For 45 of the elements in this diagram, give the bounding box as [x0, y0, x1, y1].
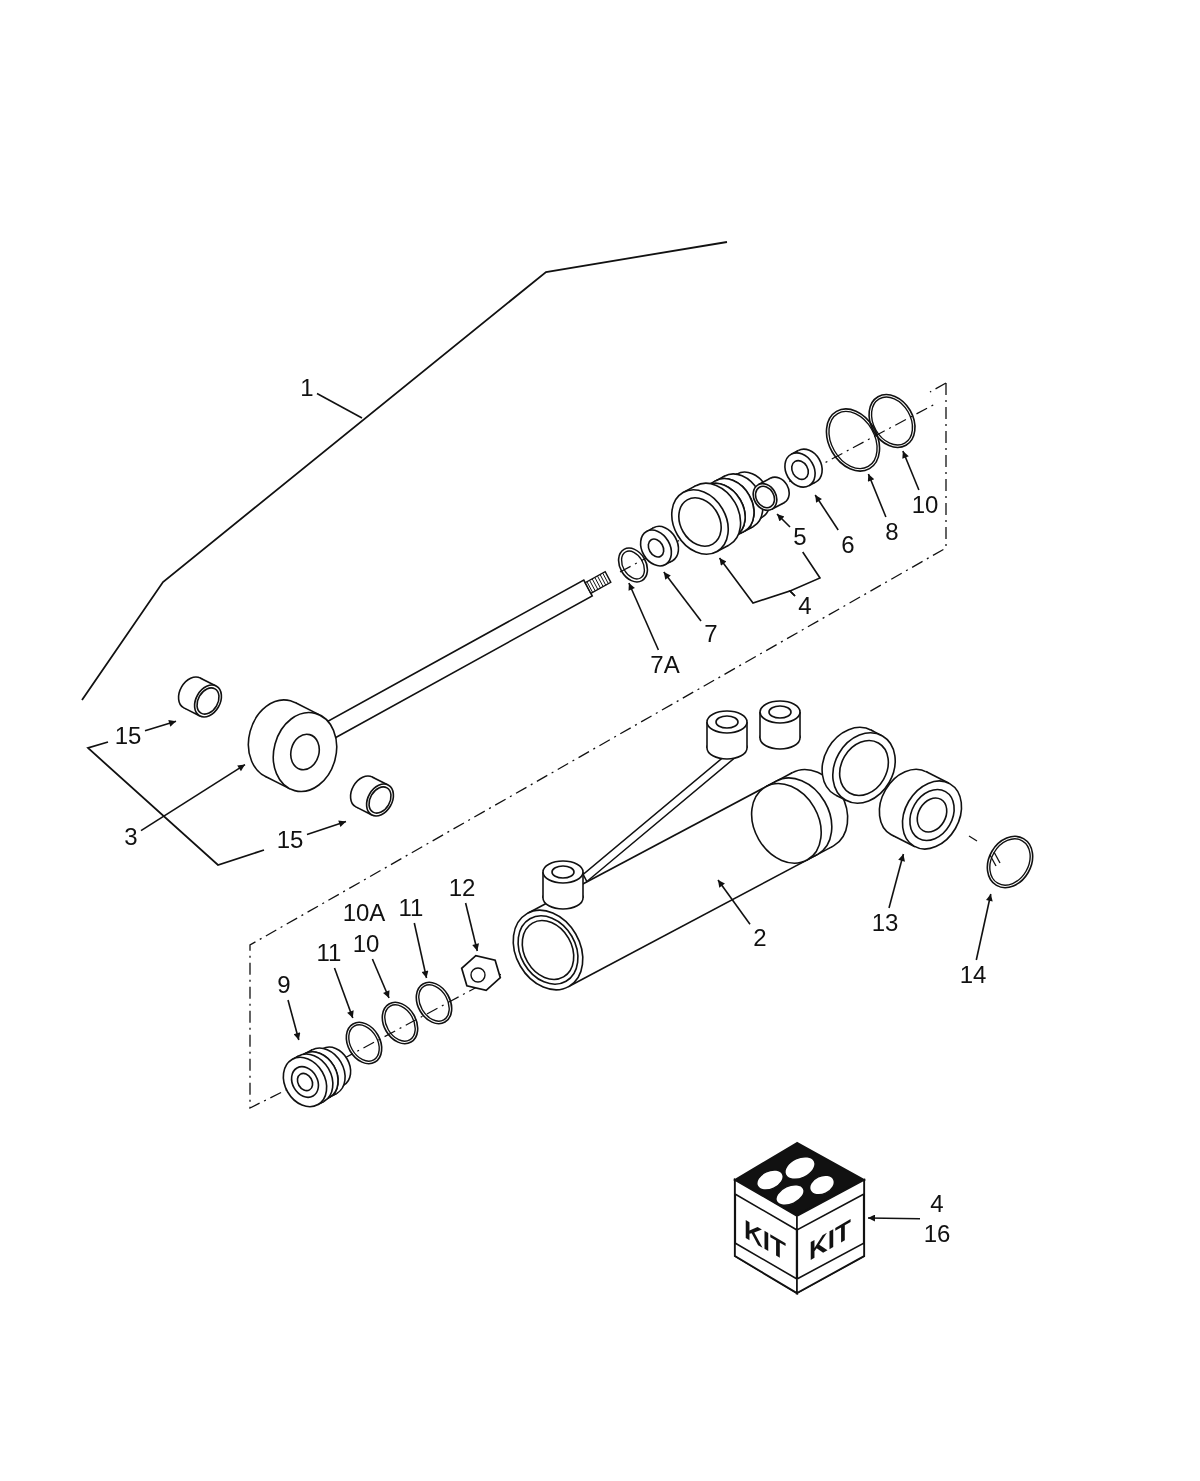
callout-number: 16	[922, 1219, 952, 1249]
leader-line	[888, 853, 905, 909]
callout-number: 4	[929, 1189, 945, 1219]
callout-number: 10	[349, 929, 383, 959]
leader-line	[371, 958, 390, 999]
callout-number: 3	[121, 822, 141, 852]
leader-line	[316, 392, 363, 419]
leader-line	[814, 494, 839, 531]
callout-number: 7	[701, 619, 721, 649]
leader-line	[902, 450, 920, 491]
callout-number: 11	[394, 893, 428, 923]
callout-number: 6	[838, 530, 858, 560]
leader-line	[717, 879, 751, 925]
callout-number: 4	[795, 591, 815, 621]
callout-number: 9	[274, 970, 294, 1000]
leader-line	[788, 551, 822, 597]
leader-line	[867, 473, 887, 518]
callout-number: 1	[297, 373, 317, 403]
leader-line	[628, 582, 660, 651]
callout-number: 10	[908, 490, 942, 520]
callout-number: 13	[868, 908, 902, 938]
callout-number: 5	[790, 522, 810, 552]
callout-number: 15	[111, 721, 145, 751]
leader-line	[464, 902, 480, 952]
callout-number: 2	[750, 923, 770, 953]
callout-number: 10A	[341, 898, 387, 928]
leader-line	[413, 922, 429, 979]
callout-number: 8	[882, 517, 902, 547]
callout-number: 11	[312, 938, 346, 968]
snap-ring	[617, 547, 649, 583]
leader-line	[333, 967, 354, 1019]
leader-line	[776, 513, 791, 528]
callout-number: 7A	[648, 650, 682, 680]
leader-line	[140, 763, 246, 832]
leader-line	[975, 893, 993, 961]
leader-line	[663, 571, 702, 622]
leader-line	[144, 720, 177, 732]
kit-label: KIT	[744, 1212, 786, 1268]
kit-label: KIT	[809, 1212, 851, 1268]
leader-line	[287, 999, 301, 1041]
leader-line	[867, 1214, 921, 1222]
callout-number: 14	[956, 960, 990, 990]
callout-number: 15	[273, 825, 307, 855]
leader-line	[306, 820, 347, 836]
callout-number: 12	[445, 873, 479, 903]
